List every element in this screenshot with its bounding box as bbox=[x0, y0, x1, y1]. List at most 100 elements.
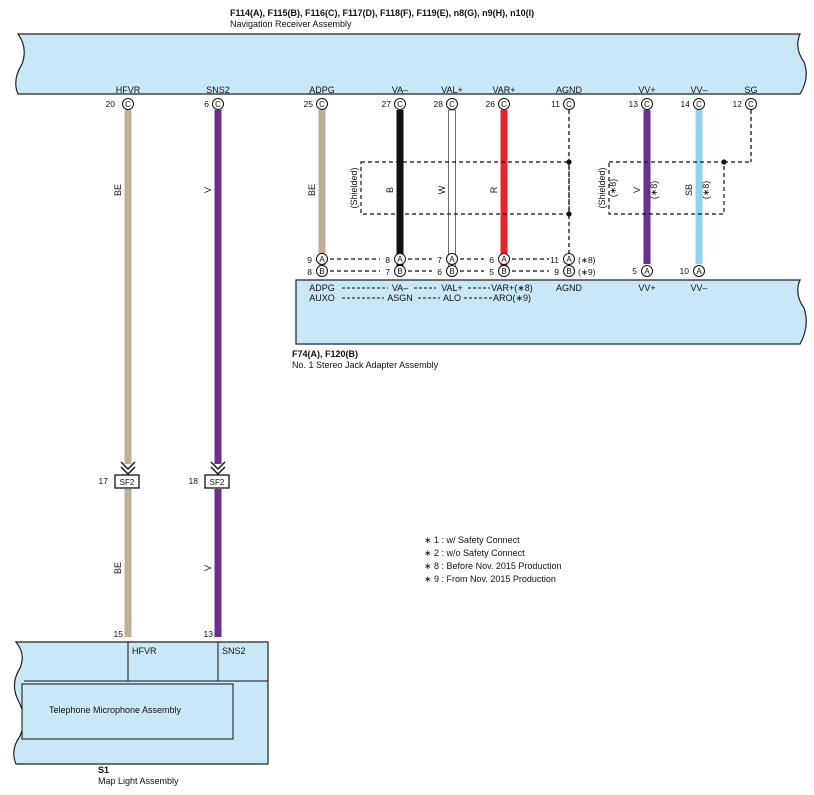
receiver-terminal-vv-minus: VV– 14 C bbox=[681, 85, 708, 110]
wire-color-code: V bbox=[632, 187, 642, 193]
splice-sf2-sns2: 18 SF2 bbox=[189, 474, 230, 489]
connector-letter: C bbox=[449, 100, 455, 109]
receiver-terminal-va-minus: VA– 27 C bbox=[382, 85, 408, 110]
terminal-label: HFVR bbox=[132, 646, 157, 656]
connector-letter: B bbox=[501, 267, 506, 276]
pin-number: 6 bbox=[489, 255, 494, 265]
shield-box-audio: (Shielded) bbox=[349, 159, 572, 217]
svg-text:VAL+: VAL+ bbox=[441, 283, 463, 293]
jack-name: No. 1 Stereo Jack Adapter Assembly bbox=[292, 360, 439, 370]
connector-letter: A bbox=[566, 255, 572, 264]
wire-sg bbox=[721, 110, 752, 165]
connector-letter: C bbox=[748, 100, 754, 109]
terminal-label: HFVR bbox=[116, 85, 141, 95]
wire-sns2: V V bbox=[203, 110, 226, 637]
map-light-assembly: 15 13 HFVR SNS2 Telephone Microphone Ass… bbox=[13, 629, 269, 786]
wire-option-note: (∗8) bbox=[701, 181, 711, 200]
pin-number: 11 bbox=[551, 99, 560, 109]
connector-letter: C bbox=[644, 100, 650, 109]
s1-name: Map Light Assembly bbox=[98, 776, 179, 786]
wire-color-code: V bbox=[203, 187, 213, 193]
jack-row-b: 8 B 7 B 6 B 5 B 9 B (∗9) bbox=[307, 265, 596, 277]
shielded-label: (Shielded) bbox=[597, 167, 607, 208]
terminal-label: VV– bbox=[690, 85, 707, 95]
svg-text:VV+: VV+ bbox=[638, 283, 655, 293]
pin-number: 13 bbox=[204, 629, 214, 639]
receiver-terminal-sns2: SNS2 6 C bbox=[204, 85, 230, 110]
receiver-name: Navigation Receiver Assembly bbox=[230, 19, 352, 29]
svg-text:VV–: VV– bbox=[690, 283, 707, 293]
pin-number: 8 bbox=[385, 255, 390, 265]
s1-code: S1 bbox=[98, 765, 109, 775]
jack-codes: F74(A), F120(B) bbox=[292, 349, 358, 359]
pin-number: 9 bbox=[307, 255, 312, 265]
svg-text:VAR+(∗8): VAR+(∗8) bbox=[491, 283, 533, 293]
pin-number: 28 bbox=[434, 99, 444, 109]
svg-text:ASGN: ASGN bbox=[387, 293, 413, 303]
wire-branches-row-b bbox=[318, 261, 570, 269]
pin-number: 6 bbox=[437, 267, 442, 277]
wire-val-plus: W bbox=[437, 109, 456, 255]
svg-text:ADPG: ADPG bbox=[309, 283, 335, 293]
wire-color-code: SB bbox=[684, 184, 694, 196]
pin-number: 7 bbox=[437, 255, 442, 265]
wire-var-plus: R bbox=[489, 110, 508, 254]
terminal-label: AGND bbox=[556, 85, 583, 95]
pin-number: 9 bbox=[554, 267, 559, 277]
wire-color-code: BE bbox=[307, 184, 317, 196]
pin-number: 5 bbox=[489, 267, 494, 277]
connector-letter: C bbox=[696, 100, 702, 109]
receiver-terminal-val-plus: VAL+ 28 C bbox=[434, 85, 463, 110]
jack-label-dashes bbox=[342, 287, 492, 299]
wire-color-code: W bbox=[437, 185, 447, 194]
pin-number: 5 bbox=[632, 266, 637, 276]
note-9: ∗ 9 : From Nov. 2015 Production bbox=[424, 574, 556, 584]
svg-text:ARO(∗9): ARO(∗9) bbox=[493, 293, 531, 303]
connector-letter: C bbox=[125, 100, 131, 109]
connector-letter: C bbox=[566, 100, 572, 109]
wire-hfvr: BE BE bbox=[113, 110, 136, 637]
note-8: ∗ 8 : Before Nov. 2015 Production bbox=[424, 561, 561, 571]
wire-color-code: R bbox=[489, 186, 499, 193]
connector-letter: A bbox=[644, 267, 650, 276]
connector-letter: A bbox=[319, 255, 325, 264]
svg-text:VA–: VA– bbox=[392, 283, 408, 293]
pin-number: 20 bbox=[106, 99, 116, 109]
terminal-label: SG bbox=[744, 85, 757, 95]
connector-letter: C bbox=[397, 100, 403, 109]
connector-letter: B bbox=[319, 267, 324, 276]
receiver-terminal-adpg: ADPG 25 C bbox=[304, 85, 335, 110]
pin-number: 8 bbox=[307, 267, 312, 277]
terminal-label: ADPG bbox=[309, 85, 335, 95]
receiver-terminal-agnd: AGND 11 C bbox=[551, 85, 582, 110]
pin-number: 27 bbox=[382, 99, 392, 109]
connector-letter: A bbox=[449, 255, 455, 264]
pin-number: 7 bbox=[385, 267, 390, 277]
wire-vv-plus: V (∗8) bbox=[632, 110, 659, 264]
splice-label: SF2 bbox=[120, 478, 135, 487]
note-1: ∗ 1 : w/ Safety Connect bbox=[424, 535, 520, 545]
splice-sf2-hfvr: 17 SF2 bbox=[99, 474, 140, 489]
shield-option-note: (∗8) bbox=[608, 179, 618, 198]
pin-number: 26 bbox=[486, 99, 496, 109]
wire-option-note: (∗8) bbox=[649, 181, 659, 200]
wire-color-code: BE bbox=[113, 184, 123, 196]
jack-terminal-labels: ADPG VA– VAL+ VAR+(∗8) AGND VV+ VV– AUXO… bbox=[309, 283, 707, 303]
receiver-terminal-sg: SG 12 C bbox=[733, 85, 758, 110]
jack-adapter-body bbox=[295, 279, 807, 345]
telephone-microphone-assembly: Telephone Microphone Assembly bbox=[49, 705, 182, 715]
terminal-label: VAL+ bbox=[441, 85, 463, 95]
connector-letter: B bbox=[397, 267, 402, 276]
wire-vv-minus: SB (∗8) bbox=[684, 110, 711, 264]
terminal-label: SNS2 bbox=[222, 646, 246, 656]
note-2: ∗ 2 : w/o Safety Connect bbox=[424, 548, 525, 558]
receiver-terminal-var-plus: VAR+ 26 C bbox=[486, 85, 516, 110]
connector-letter: A bbox=[696, 267, 702, 276]
wire-color-code: BE bbox=[113, 562, 123, 574]
svg-text:AGND: AGND bbox=[556, 283, 583, 293]
connector-letter: C bbox=[215, 100, 221, 109]
receiver-terminal-hfvr: HFVR 20 C bbox=[106, 85, 141, 110]
connector-letter: C bbox=[319, 100, 325, 109]
pin-number: 14 bbox=[681, 99, 691, 109]
